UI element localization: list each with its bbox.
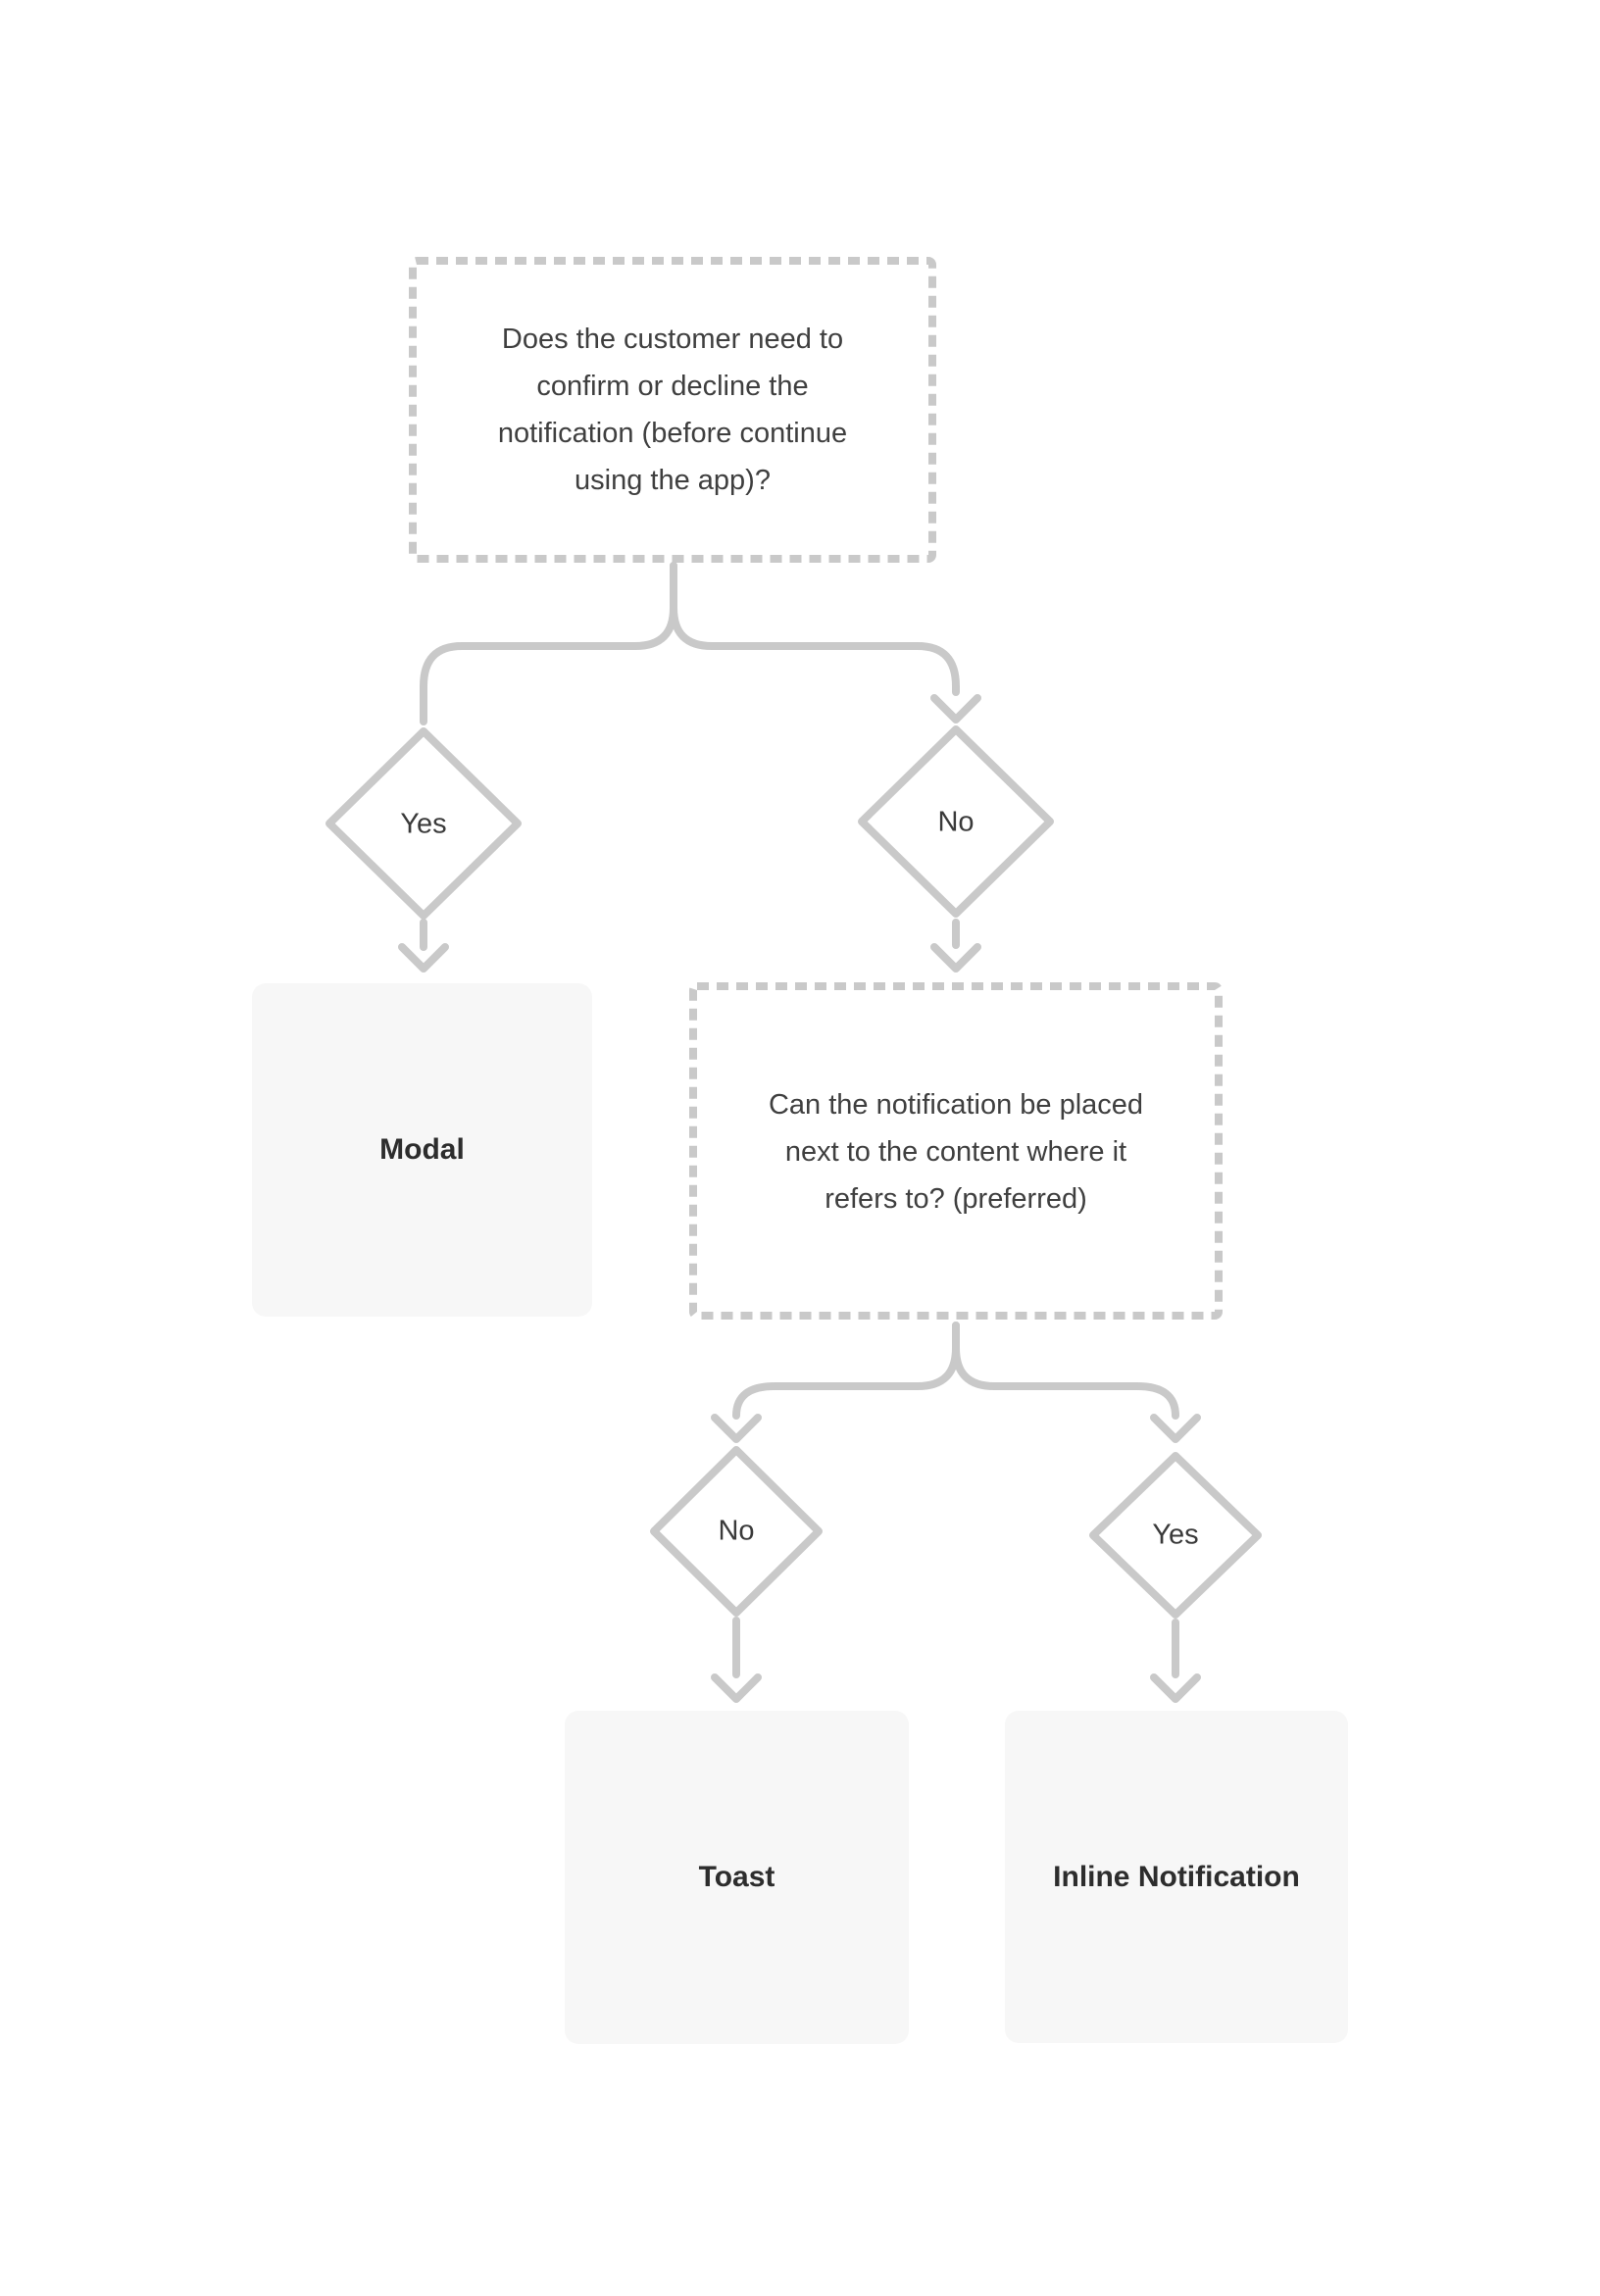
edge-question2-to-no-arrow bbox=[711, 1322, 960, 1443]
edge-no-to-toast-arrow bbox=[711, 1617, 762, 1703]
result-label-modal: Modal bbox=[379, 1133, 465, 1166]
decision-label-no-top: No bbox=[937, 806, 975, 838]
diamond-no-bottom bbox=[650, 1446, 823, 1617]
decision-label-yes-top: Yes bbox=[400, 808, 447, 840]
question1-dashed-box bbox=[409, 257, 936, 563]
edge-no-to-question2-arrow bbox=[930, 919, 981, 973]
question2-text: Can the notification be placed next to t… bbox=[768, 1088, 1144, 1215]
edge-question2-to-yes-arrow bbox=[952, 1322, 1201, 1443]
decision-label-yes-bottom: Yes bbox=[1152, 1519, 1199, 1551]
result-box-toast: Toast bbox=[565, 1711, 909, 2044]
result-box-inline-notification: Inline Notification bbox=[1005, 1711, 1348, 2043]
diamond-yes-bottom bbox=[1089, 1452, 1262, 1619]
decision-label-no-bottom: No bbox=[718, 1515, 755, 1547]
edge-yes-to-inline-arrow bbox=[1150, 1619, 1201, 1703]
edge-question1-to-yes bbox=[420, 562, 677, 725]
edge-question1-to-no-arrow bbox=[670, 562, 981, 724]
result-label-inline-notification: Inline Notification bbox=[1053, 1860, 1300, 1893]
edge-yes-to-modal-arrow bbox=[398, 919, 449, 973]
question2-dashed-box bbox=[689, 982, 1223, 1320]
result-label-toast: Toast bbox=[698, 1861, 775, 1893]
question1-text: Does the customer need to confirm or dec… bbox=[497, 324, 848, 496]
diamond-yes-top bbox=[325, 727, 522, 920]
diamond-no-top bbox=[858, 725, 1054, 918]
result-box-modal: Modal bbox=[252, 983, 592, 1317]
